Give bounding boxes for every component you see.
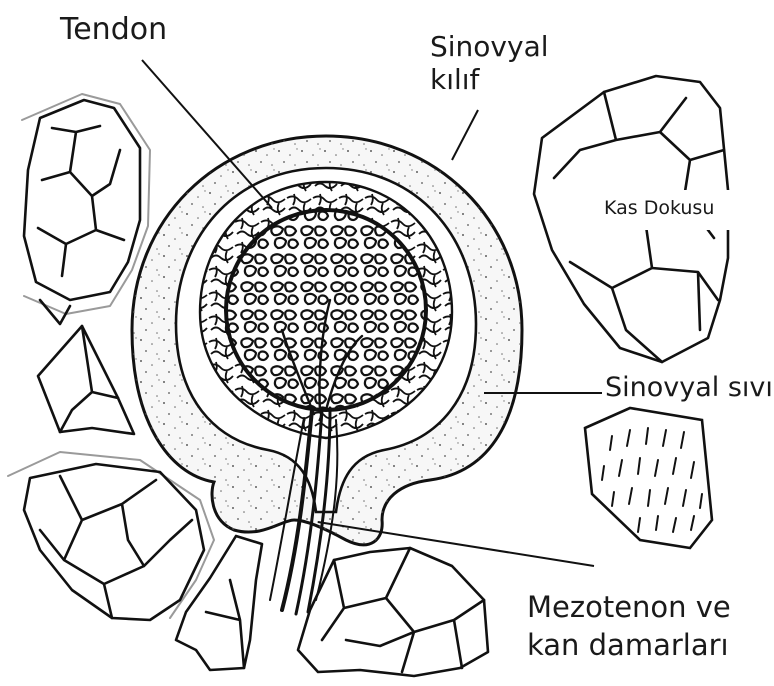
label-mesotenon-line1: Mezotenon ve [527,588,731,626]
muscle-cells-left-top [22,94,150,324]
muscle-cells-bottom-center [298,548,488,676]
label-synovial-sheath-line2: kılıf [430,63,549,96]
label-synovial-sheath: Sinovyal kılıf [430,30,549,96]
muscle-cells-left-bottom [8,452,214,620]
label-muscle-tissue: Kas Dokusu [598,190,741,230]
muscle-fibers-right [585,408,712,548]
muscle-cells-left-middle [38,326,134,434]
label-mesotenon-line2: kan damarları [527,626,731,664]
label-tendon: Tendon [60,12,167,47]
label-synovial-fluid: Sinovyal sıvı [605,372,773,404]
label-synovial-sheath-line1: Sinovyal [430,30,549,63]
leader-line-sheath [452,110,478,160]
muscle-cells-bottom-left-small [176,536,262,670]
label-mesotenon: Mezotenon ve kan damarları [527,588,731,665]
